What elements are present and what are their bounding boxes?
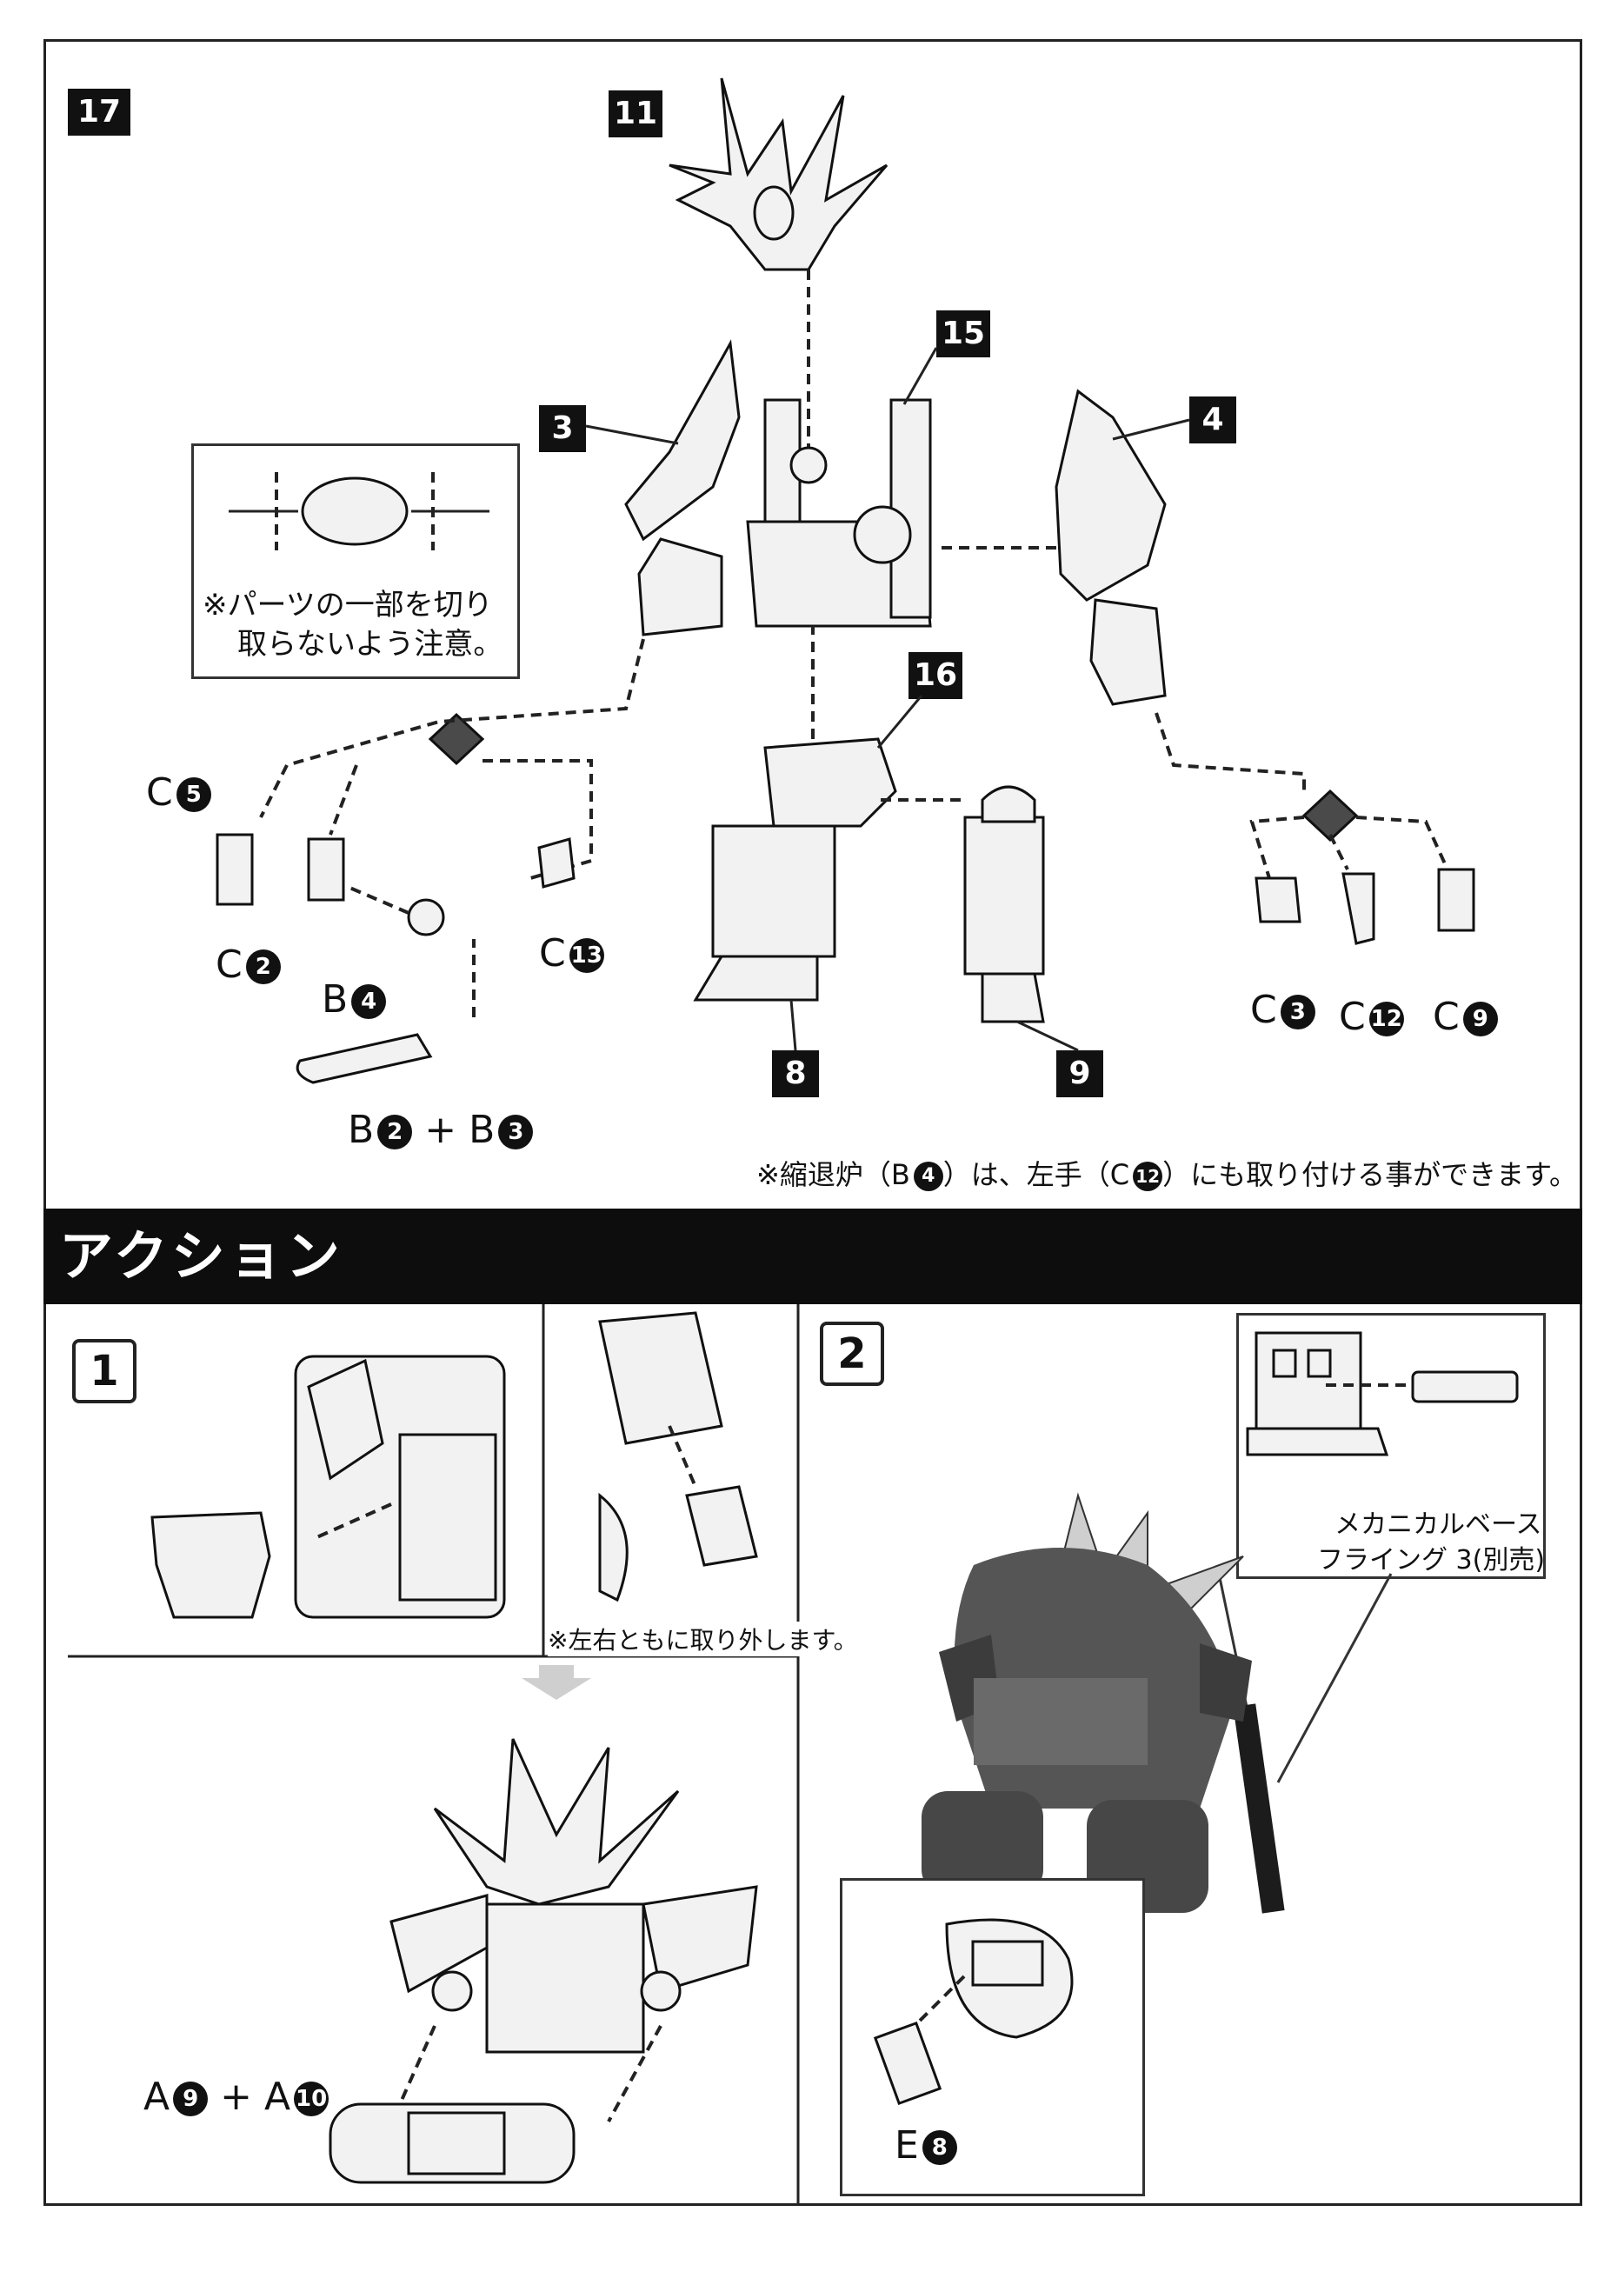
caution-text-line2: 取らないよう注意。 bbox=[237, 627, 503, 662]
base-connector-drawing bbox=[1246, 1331, 1519, 1456]
footnote-num-b4: 4 bbox=[913, 1162, 943, 1191]
num-c2: 2 bbox=[245, 949, 281, 984]
num-a10: 10 bbox=[294, 2082, 329, 2116]
flying-base-callout: メカニカルベース フライング 3(別売) bbox=[1236, 1313, 1546, 1579]
action-step-2-badge: 2 bbox=[820, 1322, 884, 1386]
flying-base-name-line1: メカニカルベース bbox=[1334, 1509, 1542, 1540]
caution-callout: ※パーツの一部を切り 取らないよう注意。 bbox=[191, 443, 520, 679]
part-15-badge: 15 bbox=[936, 310, 990, 357]
part-16-badge: 16 bbox=[909, 652, 962, 699]
step-17-assembly-drawing bbox=[216, 77, 1475, 1084]
part-3-badge: 3 bbox=[539, 405, 586, 452]
caution-text-line1: ※パーツの一部を切り bbox=[203, 588, 493, 623]
num-e8: 8 bbox=[922, 2130, 957, 2165]
num-c5: 5 bbox=[176, 777, 211, 812]
flying-base-name-line2: フライング 3(別売) bbox=[1317, 1545, 1546, 1576]
part-9-badge: 9 bbox=[1056, 1050, 1103, 1097]
action-section-title: アクション bbox=[43, 1209, 1582, 1304]
num-b2: 2 bbox=[377, 1115, 413, 1149]
num-c12: 12 bbox=[1368, 1002, 1404, 1036]
runner-gate-icon bbox=[229, 472, 489, 550]
stand-adapter-drawing bbox=[873, 1918, 1074, 2106]
num-c13: 13 bbox=[569, 938, 604, 973]
part-8-badge: 8 bbox=[772, 1050, 819, 1097]
num-b4: 4 bbox=[351, 984, 387, 1019]
action-1-note: ※左右ともに取り外します。 bbox=[548, 1622, 858, 1656]
num-c3: 3 bbox=[1280, 995, 1315, 1029]
step-17-badge: 17 bbox=[68, 89, 130, 136]
part-4-badge: 4 bbox=[1189, 396, 1236, 443]
part-11-badge: 11 bbox=[609, 90, 662, 137]
num-b3: 3 bbox=[498, 1115, 534, 1149]
page-frame bbox=[43, 39, 1582, 2206]
num-c9: 9 bbox=[1462, 1002, 1498, 1036]
footnote-num-c12: 12 bbox=[1133, 1162, 1163, 1191]
action-step-1-badge: 1 bbox=[72, 1339, 136, 1403]
num-a9: 9 bbox=[173, 2082, 209, 2116]
